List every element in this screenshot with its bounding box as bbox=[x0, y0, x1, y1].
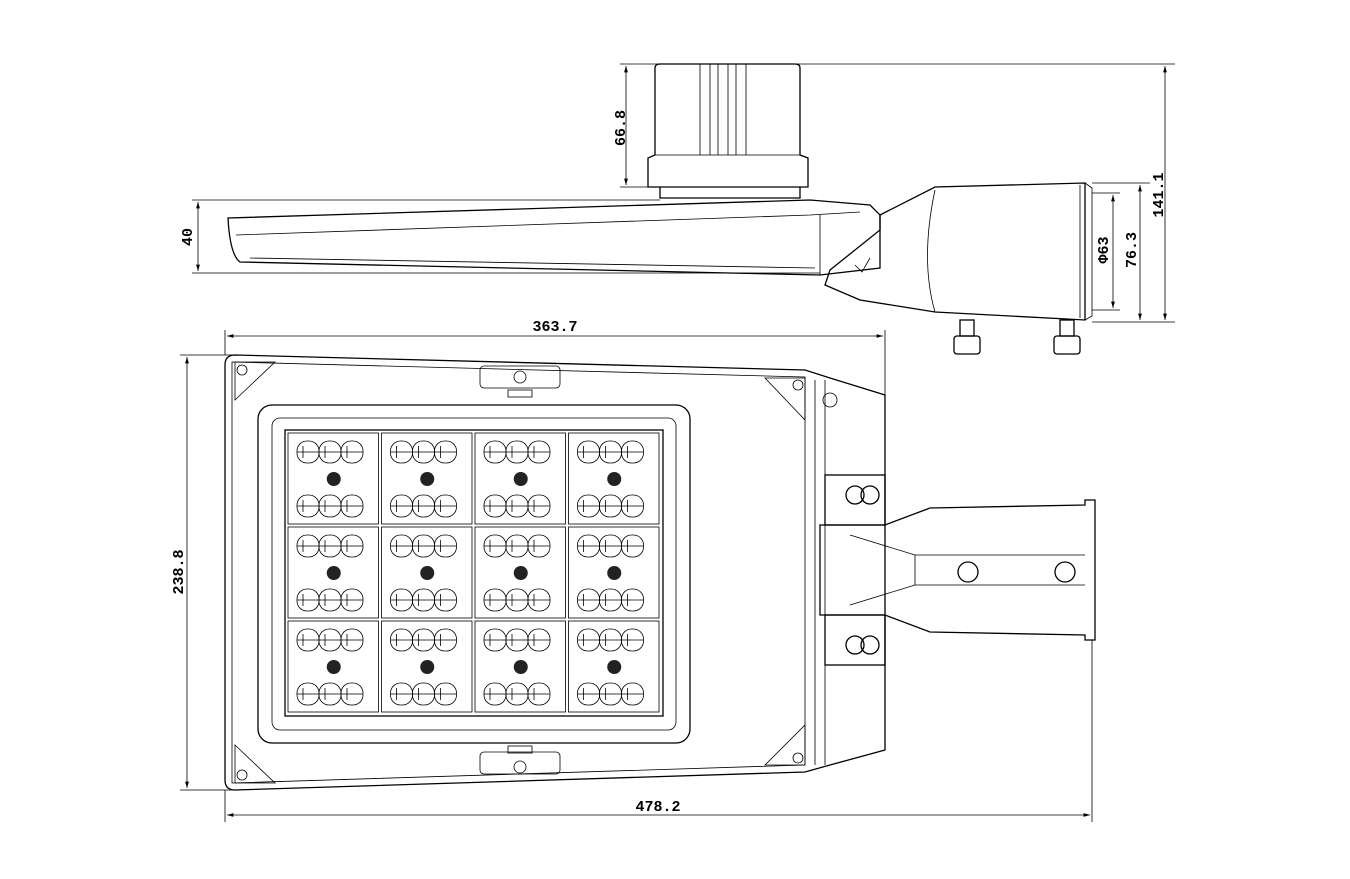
lens-frame bbox=[257, 404, 691, 744]
dim-housing-length: 363.7 bbox=[532, 319, 577, 336]
screw-icon bbox=[513, 472, 528, 486]
dim-bracket-height: 76.3 bbox=[1124, 232, 1141, 268]
led-module bbox=[381, 432, 473, 525]
led-module bbox=[381, 526, 473, 619]
led-module bbox=[474, 526, 566, 619]
dim-arm-thickness: 40 bbox=[180, 228, 197, 246]
arm-profile bbox=[227, 199, 881, 276]
side-view bbox=[227, 63, 1093, 355]
screw-icon bbox=[326, 566, 341, 580]
front-dimensions: 363.7 238.8 478.2 bbox=[171, 319, 1093, 822]
housing-outline bbox=[224, 354, 886, 791]
bracket-profile bbox=[824, 182, 1086, 321]
screw-icon bbox=[420, 472, 435, 486]
screw-icon bbox=[607, 566, 622, 580]
dim-driver-height: 66.8 bbox=[613, 110, 630, 146]
screw-icon bbox=[420, 660, 435, 674]
screw-icon bbox=[513, 566, 528, 580]
screw-icon bbox=[607, 660, 622, 674]
led-module bbox=[287, 432, 379, 525]
led-module bbox=[287, 526, 379, 619]
screw-icon bbox=[326, 660, 341, 674]
led-panel bbox=[284, 429, 664, 717]
led-module bbox=[381, 620, 473, 713]
dim-pole-diameter: Φ63 bbox=[1096, 236, 1113, 263]
dim-total-length: 478.2 bbox=[635, 799, 680, 816]
screw-icon bbox=[420, 566, 435, 580]
screw-icon bbox=[607, 472, 622, 486]
led-module bbox=[568, 526, 660, 619]
screw-icon bbox=[326, 472, 341, 486]
side-dimensions: 66.8 40 141.1 76.3 Φ63 bbox=[180, 63, 1175, 323]
mounting-arm bbox=[819, 474, 1096, 666]
led-module bbox=[568, 620, 660, 713]
led-module bbox=[474, 432, 566, 525]
front-view bbox=[224, 354, 1096, 791]
led-module bbox=[287, 620, 379, 713]
led-module bbox=[568, 432, 660, 525]
dim-total-height: 141.1 bbox=[1151, 172, 1168, 217]
screw-icon bbox=[513, 660, 528, 674]
led-module bbox=[474, 620, 566, 713]
dim-housing-width: 238.8 bbox=[171, 549, 188, 594]
